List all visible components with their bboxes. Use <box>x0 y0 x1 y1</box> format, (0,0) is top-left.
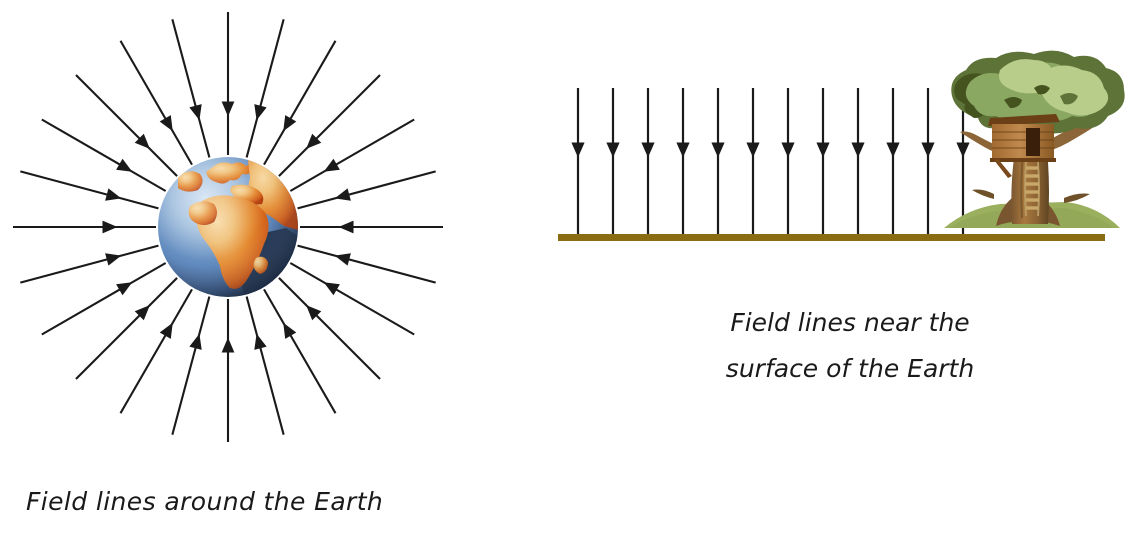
field-line-arrowhead <box>781 142 795 158</box>
field-line-arrowhead <box>221 101 235 117</box>
field-line <box>289 118 415 192</box>
field-line-arrowhead <box>283 115 297 132</box>
field-line-arrowhead <box>306 305 322 321</box>
field-line <box>289 262 415 336</box>
field-line-arrowhead <box>746 142 760 158</box>
radial-field-panel <box>0 0 470 470</box>
field-line-arrowhead <box>159 322 173 339</box>
tree-branch-low-left <box>972 189 994 199</box>
rope-ladder <box>1024 161 1040 217</box>
field-line-arrowhead <box>159 115 173 132</box>
ladder-rungs <box>1025 166 1039 210</box>
field-line <box>263 40 337 166</box>
treehouse-cabin <box>988 114 1060 178</box>
uniform-field-svg <box>558 50 1125 241</box>
earth-shading <box>158 157 298 297</box>
field-line-arrowhead <box>116 282 133 296</box>
field-line-arrowhead <box>254 104 267 121</box>
caption-right-line-2: surface of the Earth <box>725 354 975 384</box>
treehouse-roof <box>988 114 1060 126</box>
field-line <box>263 288 337 414</box>
field-line-arrowhead <box>105 253 122 266</box>
radial-field-svg <box>13 12 443 442</box>
field-line-arrowhead <box>189 333 202 350</box>
tree-canopy-gap <box>1034 85 1050 95</box>
field-line-arrowhead <box>116 158 133 172</box>
field-line-arrowhead <box>676 142 690 158</box>
treehouse-support <box>994 159 1012 178</box>
field-line <box>41 262 167 336</box>
field-line-arrowhead <box>323 282 340 296</box>
field-line <box>119 288 193 414</box>
field-line-arrowhead <box>283 322 297 339</box>
field-line <box>297 244 436 284</box>
field-line-arrowhead <box>711 142 725 158</box>
earth-globe <box>158 157 298 297</box>
field-line <box>20 244 159 284</box>
field-line <box>278 277 381 380</box>
field-line <box>278 74 381 177</box>
field-line <box>297 170 436 210</box>
field-line-arrowhead <box>323 158 340 172</box>
field-line <box>171 19 211 158</box>
caption-right-line-1: Field lines near the <box>730 308 970 337</box>
field-line <box>20 170 159 210</box>
earth-landmasses <box>158 157 298 297</box>
field-line-arrowhead <box>921 142 935 158</box>
tree-canopy-gap <box>1004 97 1022 108</box>
field-line-arrowhead <box>956 142 970 158</box>
field-line-arrowhead <box>221 337 235 353</box>
field-line-arrowhead <box>334 253 351 266</box>
uniform-field-panel <box>540 50 1128 260</box>
ladder-rope-right <box>1037 161 1040 217</box>
tree-canopy-gap <box>1060 93 1078 105</box>
ground-line <box>558 234 1105 241</box>
field-line <box>75 74 178 177</box>
field-line-arrowhead <box>134 305 150 321</box>
tree-canopy-light-top <box>999 59 1055 94</box>
field-line-arrowhead <box>851 142 865 158</box>
field-line-arrowhead <box>134 133 150 149</box>
field-line-arrowhead <box>571 142 585 158</box>
treehouse-body <box>992 124 1054 160</box>
field-line-arrowhead <box>641 142 655 158</box>
field-line-arrowhead <box>105 188 122 201</box>
treehouse-door <box>1026 128 1040 156</box>
field-line-arrowhead <box>606 142 620 158</box>
treehouse-illustration <box>944 50 1125 228</box>
field-line-group <box>571 88 970 236</box>
treehouse-floor <box>990 158 1056 162</box>
field-line-arrowhead <box>189 104 202 121</box>
field-line-arrowhead <box>306 133 322 149</box>
ladder-rope-left <box>1024 161 1027 217</box>
caption-right-diagram: Field lines near the surface of the Eart… <box>690 300 1010 393</box>
field-line-arrowhead <box>886 142 900 158</box>
field-line-group <box>13 12 443 442</box>
field-line <box>75 277 178 380</box>
field-line <box>41 118 167 192</box>
field-line-arrowhead <box>334 188 351 201</box>
field-line <box>171 296 211 435</box>
field-line-arrowhead <box>816 142 830 158</box>
tree-branch-low-right <box>1064 193 1090 203</box>
field-line-arrowhead <box>254 333 267 350</box>
field-line-arrowhead <box>102 220 118 234</box>
field-line <box>245 19 285 158</box>
field-line <box>245 296 285 435</box>
field-line <box>119 40 193 166</box>
caption-left-diagram: Field lines around the Earth <box>26 487 384 516</box>
treehouse-planks <box>992 131 1054 149</box>
field-line-arrowhead <box>338 220 354 234</box>
tree-canopy-light-right <box>1039 65 1109 116</box>
